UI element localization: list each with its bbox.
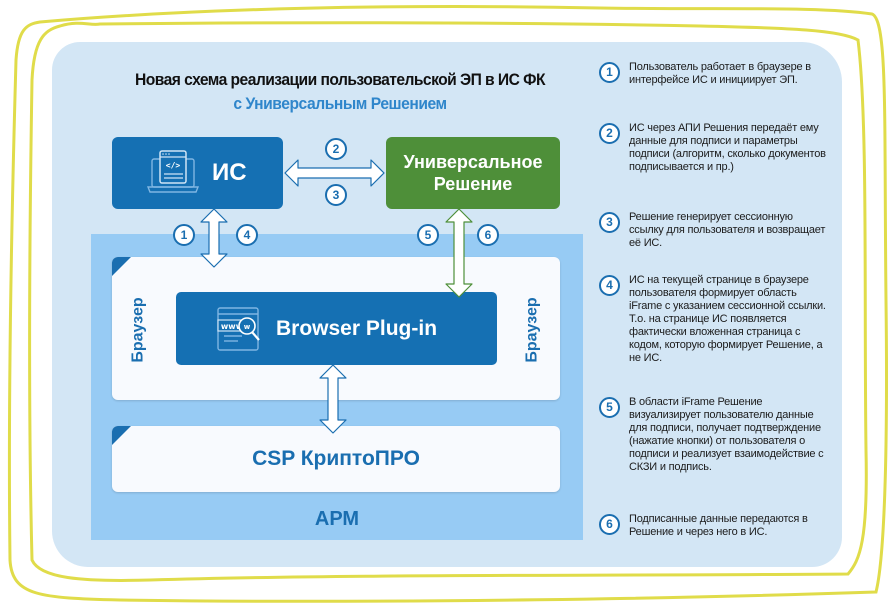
is-node: </> ИС [112, 137, 283, 209]
browser-label-left: Браузер [130, 297, 147, 363]
browser-plugin-node: www w Browser Plug-in [176, 292, 497, 365]
step-number: 6 [599, 514, 620, 535]
step-text: В области iFrame Решение визуализирует п… [629, 396, 824, 473]
step-text: Решение генерирует сессионную ссылку для… [629, 211, 826, 249]
is-label: ИС [212, 159, 247, 186]
step-number: 5 [599, 397, 620, 418]
corner-accent [112, 426, 131, 445]
corner-accent [112, 257, 131, 276]
step-text: Пользователь работает в браузере в интер… [629, 61, 811, 86]
universal-solution-label-line1: Универсальное [403, 152, 543, 172]
step-number: 3 [599, 212, 620, 233]
diagram-title: Новая схема реализации пользовательской … [135, 70, 545, 89]
badge-step-1: 1 [173, 224, 195, 246]
csp-label: CSP КриптоПРО [252, 447, 420, 470]
badge-step-4: 4 [236, 224, 258, 246]
step-text: ИС через АПИ Решения передаёт ему данные… [629, 122, 826, 173]
browser-label-right: Браузер [524, 297, 541, 363]
svg-text:</>: </> [166, 161, 181, 170]
universal-solution-node: Универсальное Решение [386, 137, 560, 209]
outer-frame-line [7, 5, 889, 603]
step-number: 4 [599, 275, 620, 296]
badge-step-2: 2 [325, 138, 347, 160]
badge-step-6: 6 [477, 224, 499, 246]
inner-frame-line [28, 21, 868, 582]
csp-box: CSP КриптоПРО [112, 426, 560, 492]
www-search-icon: www w [217, 307, 260, 351]
step-number: 1 [599, 62, 620, 83]
step-text: Подписанные данные передаются в Решение … [629, 513, 808, 538]
step-text: ИС на текущей странице в браузере пользо… [629, 274, 826, 364]
svg-text:www: www [221, 322, 244, 331]
svg-text:w: w [244, 323, 251, 331]
diagram-subtitle: с Универсальным Решением [233, 94, 447, 113]
laptop-code-icon: </> [146, 150, 200, 193]
universal-solution-label-line2: Решение [433, 174, 513, 194]
browser-plugin-label: Browser Plug-in [276, 317, 438, 340]
badge-step-3: 3 [325, 184, 347, 206]
badge-step-5: 5 [417, 224, 439, 246]
step-number: 2 [599, 123, 620, 144]
arm-label: АРМ [314, 508, 360, 530]
